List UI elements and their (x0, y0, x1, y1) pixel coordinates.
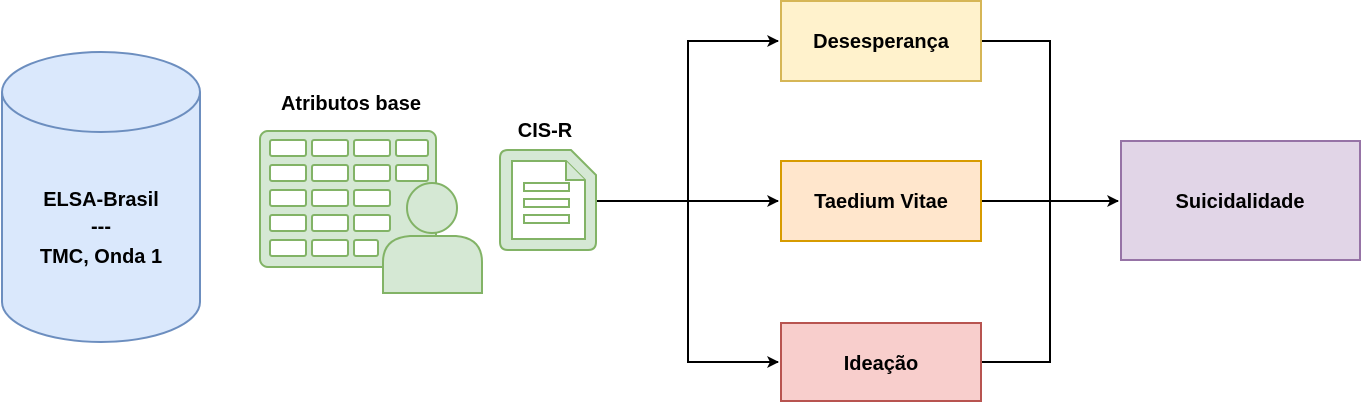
node-suicidalidade-label: Suicidalidade (1176, 191, 1305, 213)
node-suicidalidade: Suicidalidade (1120, 140, 1361, 261)
node-desesperanca-label: Desesperança (813, 31, 950, 53)
edge-to-desesperanca (687, 35, 779, 201)
database-label-line1: ELSA-Brasil (43, 189, 159, 211)
table-user-icon (259, 130, 483, 294)
node-taedium-vitae: Taedium Vitae (780, 160, 982, 242)
edge-to-ideacao (687, 201, 779, 368)
node-ideacao: Ideação (780, 322, 982, 402)
node-ideacao-label: Ideação (844, 353, 918, 375)
node-desesperanca: Desesperança (780, 0, 982, 82)
database-cylinder: ELSA-Brasil --- TMC, Onda 1 (1, 51, 201, 343)
database-label-line3: TMC, Onda 1 (40, 246, 162, 268)
document-label: CIS-R (518, 120, 573, 142)
connectors (597, 35, 1119, 368)
database-label-line2: --- (91, 216, 111, 238)
document-icon (499, 149, 597, 251)
node-taedium-vitae-label: Taedium Vitae (814, 191, 948, 213)
table-user-label: Atributos base (281, 93, 421, 115)
